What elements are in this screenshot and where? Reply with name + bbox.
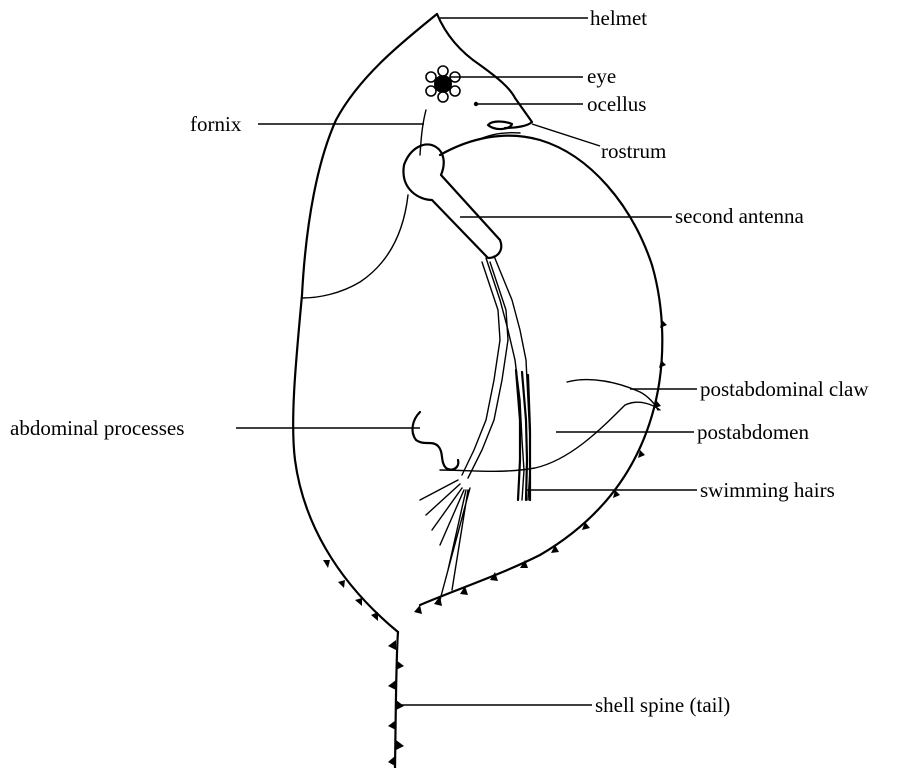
antenna-base xyxy=(403,144,501,258)
ocellus-dot xyxy=(474,102,478,106)
label-shell-spine: shell spine (tail) xyxy=(595,693,730,717)
antenna-branch-2 xyxy=(494,256,530,500)
postabdominal-claw-shape xyxy=(567,380,658,410)
carapace-left-outline xyxy=(293,14,437,632)
label-rostrum: rostrum xyxy=(601,139,666,163)
head-outline xyxy=(437,14,532,128)
leader-lines xyxy=(236,18,697,705)
head-shield-line xyxy=(302,195,408,298)
label-abdominal-processes: abdominal processes xyxy=(10,416,184,440)
labels: helmet eye ocellus fornix rostrum second… xyxy=(10,6,869,717)
antenna-branch-1 xyxy=(486,258,524,500)
abdominal-processes-shape xyxy=(413,412,459,470)
label-swimming-hairs: swimming hairs xyxy=(700,478,835,502)
carapace-spinules xyxy=(323,320,667,621)
label-ocellus: ocellus xyxy=(587,92,646,116)
label-second-antenna: second antenna xyxy=(675,204,805,228)
label-fornix: fornix xyxy=(190,112,242,136)
label-eye: eye xyxy=(587,64,616,88)
daphnia-drawing xyxy=(293,14,667,768)
label-helmet: helmet xyxy=(590,6,647,30)
fornix-shape xyxy=(420,110,426,155)
label-postabdomen: postabdomen xyxy=(697,420,809,444)
rostrum-shape xyxy=(488,122,512,130)
label-postabdominal-claw: postabdominal claw xyxy=(700,377,869,401)
antenna-branch-3 xyxy=(462,262,500,475)
lower-hairs xyxy=(420,480,470,600)
compound-eye xyxy=(426,66,460,102)
antenna-branch-4 xyxy=(468,262,508,478)
postabdomen-line xyxy=(440,402,660,471)
